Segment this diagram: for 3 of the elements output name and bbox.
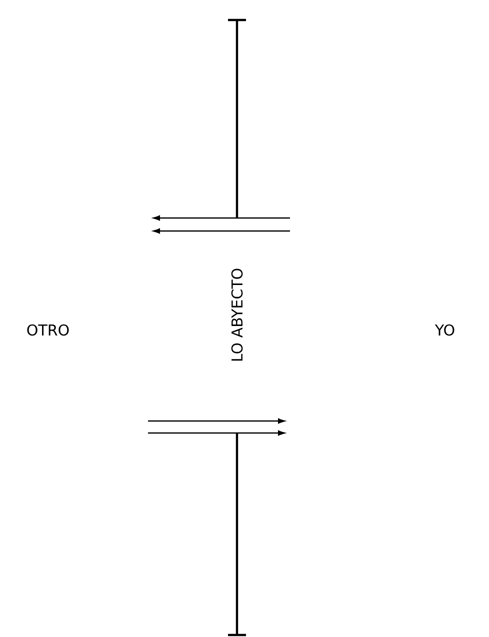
text-label: LO ABYECTO [231, 268, 243, 361]
text-label: YO [434, 324, 454, 336]
text-label: OTRO [27, 324, 69, 336]
